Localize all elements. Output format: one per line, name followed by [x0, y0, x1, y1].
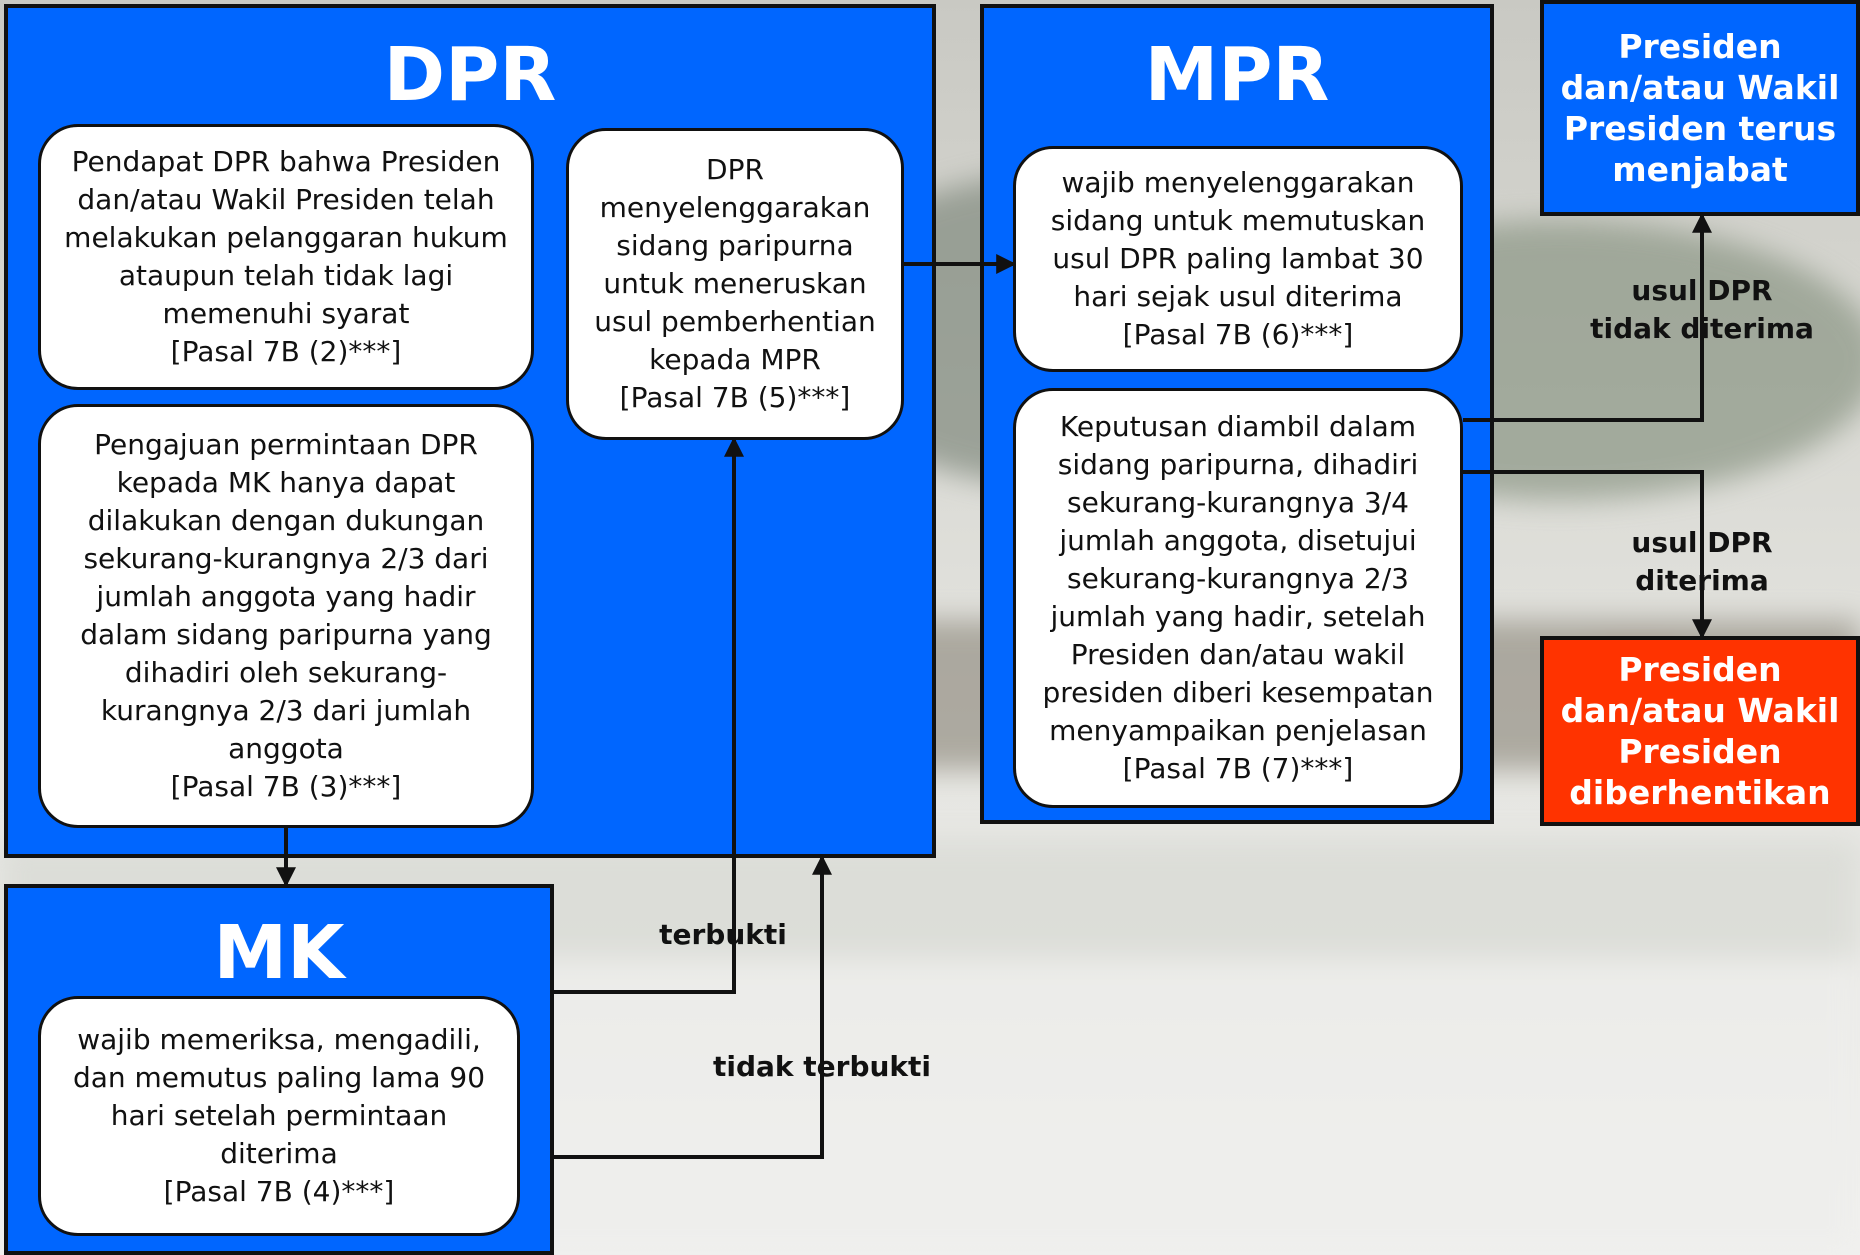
mk-examine-citation: [Pasal 7B (4)***] [163, 1175, 395, 1208]
dpr-request-line: dihadiri oleh sekurang- [124, 656, 448, 689]
edge-label-not-accepted-line: tidak diterima [1590, 312, 1814, 345]
dpr-opinion-line: melakukan pelanggaran hukum [64, 221, 508, 254]
mpr-decision-line: sidang paripurna, dihadiri [1057, 448, 1419, 481]
edge-label-not-accepted: usul DPR tidak diterima [1574, 272, 1830, 348]
mpr-decision-line: jumlah yang hadir, setelah [1050, 600, 1426, 633]
mpr-session-line: hari sejak usul diterima [1073, 280, 1403, 313]
mpr-decision-line: sekurang-kurangnya 2/3 [1067, 562, 1409, 595]
dpr-request-citation: [Pasal 7B (3)***] [170, 770, 402, 803]
dpr-request-line: dalam sidang paripurna yang [80, 618, 492, 651]
mk-examine-line: diterima [220, 1137, 338, 1170]
dpr-request-line: kepada MK hanya dapat [116, 466, 456, 499]
mpr-decision-line: sekurang-kurangnya 3/4 [1067, 486, 1409, 519]
mpr-decision-line: jumlah anggota, disetujui [1059, 524, 1417, 557]
result-continue-line: dan/atau Wakil [1560, 68, 1840, 107]
mpr-decision-line: menyampaikan penjelasan [1049, 714, 1427, 747]
dpr-plenary-line: untuk meneruskan [603, 267, 867, 300]
mpr-decision-line: Keputusan diambil dalam [1059, 410, 1417, 443]
dpr-request-line: kurangnya 2/3 dari jumlah [100, 694, 472, 727]
mpr-decision-line: presiden diberi kesempatan [1042, 676, 1434, 709]
result-dismissed-line: diberhentikan [1569, 773, 1831, 812]
edge-label-accepted: usul DPR diterima [1594, 524, 1810, 600]
edge-label-not-accepted-line: usul DPR [1631, 274, 1773, 307]
dpr-plenary-line: sidang paripurna [616, 229, 854, 262]
mpr-session-line: usul DPR paling lambat 30 [1052, 242, 1424, 275]
result-continue-line: Presiden [1618, 27, 1782, 66]
mpr-session-line: wajib menyelenggarakan [1061, 166, 1415, 199]
result-dismissed-line: Presiden [1618, 732, 1782, 771]
edge-label-not-proven: tidak terbukti [712, 1050, 932, 1083]
mpr-decision-card: Keputusan diambil dalam sidang paripurna… [1013, 388, 1463, 808]
mk-title: MK [213, 910, 345, 996]
mpr-decision-line: Presiden dan/atau wakil [1070, 638, 1406, 671]
mk-examine-line: dan memutus paling lama 90 [72, 1061, 486, 1094]
mk-examine-card: wajib memeriksa, mengadili, dan memutus … [38, 996, 520, 1236]
dpr-plenary-citation: [Pasal 7B (5)***] [619, 381, 851, 414]
dpr-request-card: Pengajuan permintaan DPR kepada MK hanya… [38, 404, 534, 828]
dpr-plenary-line: usul pemberhentian [594, 305, 876, 338]
result-dismissed-box: Presiden dan/atau Wakil Presiden diberhe… [1540, 636, 1860, 826]
dpr-request-line: dilakukan dengan dukungan [87, 504, 485, 537]
mpr-session-citation: [Pasal 7B (6)***] [1122, 318, 1354, 351]
dpr-opinion-line: memenuhi syarat [162, 297, 410, 330]
dpr-opinion-line: Pendapat DPR bahwa Presiden [71, 145, 501, 178]
edge-label-proven: terbukti [659, 918, 787, 951]
dpr-plenary-line: DPR [706, 153, 764, 186]
dpr-opinion-line: ataupun telah tidak lagi [118, 259, 454, 292]
dpr-opinion-card: Pendapat DPR bahwa Presiden dan/atau Wak… [38, 124, 534, 390]
result-dismissed-line: Presiden [1618, 650, 1782, 689]
dpr-request-line: anggota [228, 732, 344, 765]
dpr-opinion-line: dan/atau Wakil Presiden telah [77, 183, 495, 216]
result-continue-box: Presiden dan/atau Wakil Presiden terus m… [1540, 0, 1860, 216]
result-continue-line: menjabat [1612, 150, 1788, 189]
dpr-plenary-line: kepada MPR [649, 343, 821, 376]
edge-label-accepted-line: usul DPR [1631, 526, 1773, 559]
mpr-title: MPR [1144, 32, 1330, 118]
dpr-opinion-citation: [Pasal 7B (2)***] [170, 335, 402, 368]
dpr-plenary-line: menyelenggarakan [599, 191, 871, 224]
result-continue-line: Presiden terus [1563, 109, 1837, 148]
mpr-session-line: sidang untuk memutuskan [1050, 204, 1426, 237]
mk-examine-line: hari setelah permintaan [110, 1099, 448, 1132]
dpr-title: DPR [383, 32, 557, 118]
mpr-decision-citation: [Pasal 7B (7)***] [1122, 752, 1354, 785]
mpr-session-card: wajib menyelenggarakan sidang untuk memu… [1013, 146, 1463, 372]
dpr-request-line: sekurang-kurangnya 2/3 dari [83, 542, 489, 575]
edge-label-accepted-line: diterima [1635, 564, 1769, 597]
dpr-request-line: Pengajuan permintaan DPR [94, 428, 478, 461]
dpr-request-line: jumlah anggota yang hadir [96, 580, 476, 613]
result-dismissed-line: dan/atau Wakil [1560, 691, 1840, 730]
mk-examine-line: wajib memeriksa, mengadili, [77, 1023, 481, 1056]
dpr-plenary-card: DPR menyelenggarakan sidang paripurna un… [566, 128, 904, 440]
